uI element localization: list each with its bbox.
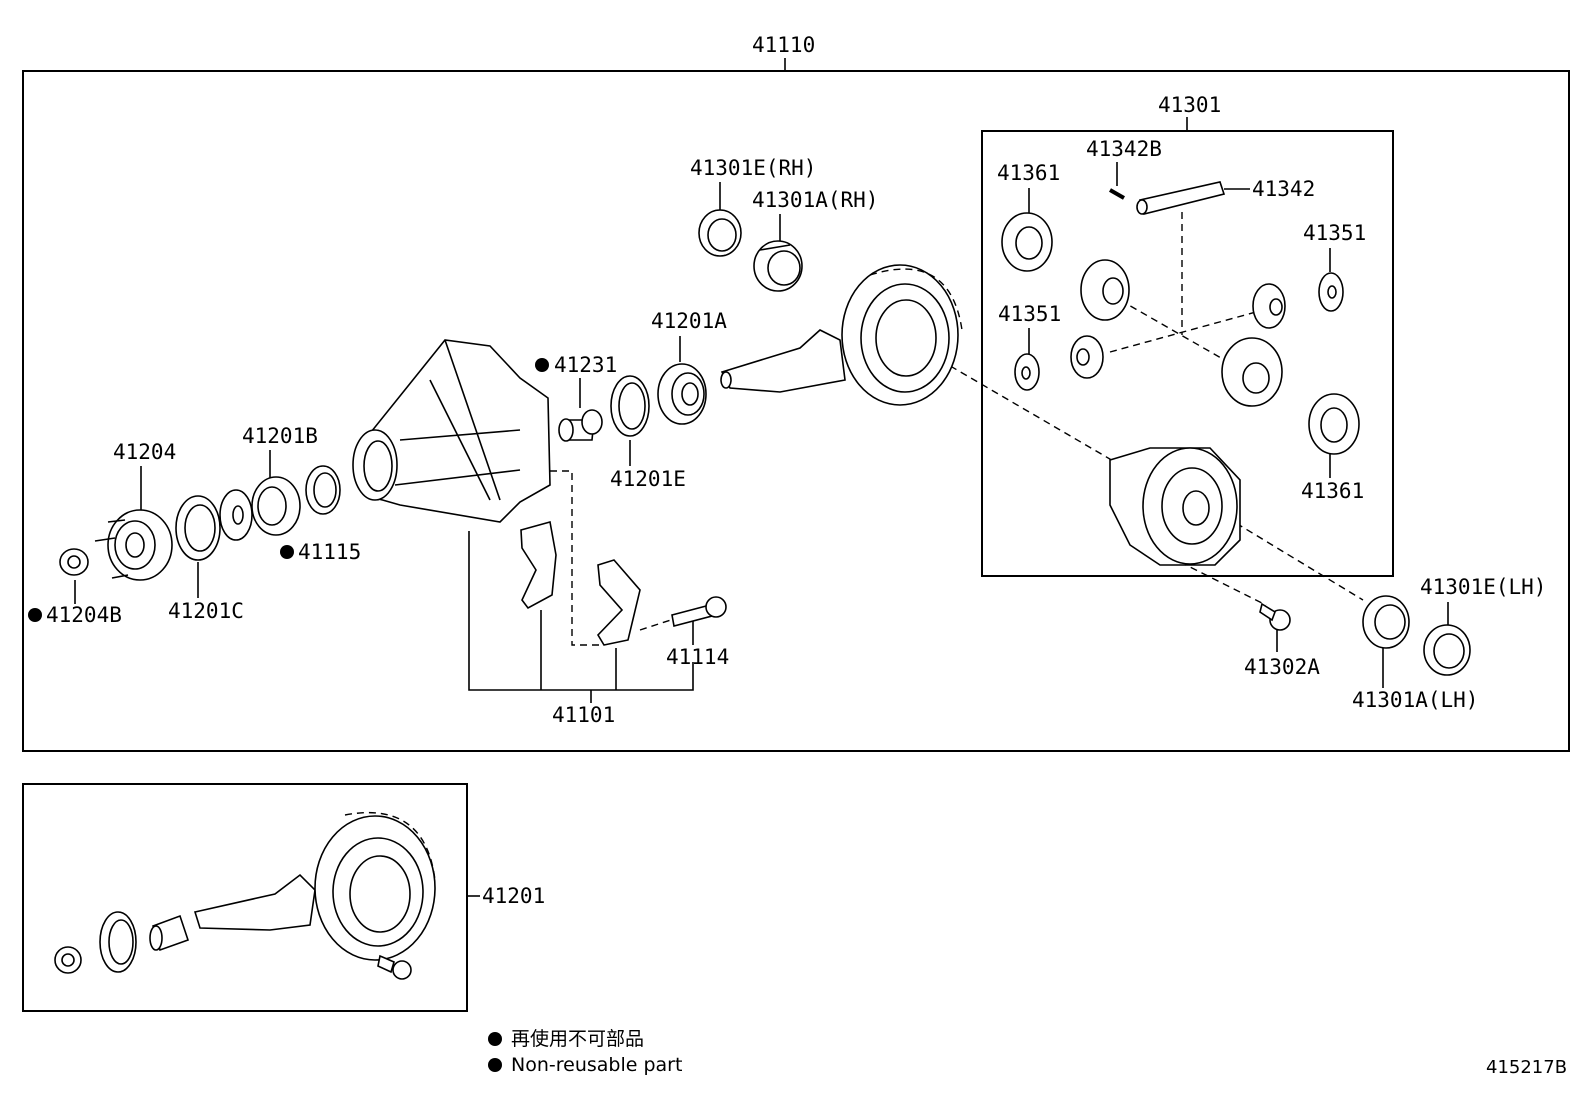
bearing-cap-right-part (596, 559, 641, 646)
bearing-cone-lh-part (1362, 595, 1410, 649)
label-41361-top: 41361 (997, 161, 1060, 185)
label-41114: 41114 (666, 645, 729, 669)
label-41101: 41101 (552, 703, 615, 727)
legend-text-en: Non-reusable part (511, 1054, 682, 1076)
side-gear-washer-top-part (1001, 212, 1053, 272)
legend: 再使用不可部品 Non-reusable part (488, 1028, 682, 1076)
legend-text-jp: 再使用不可部品 (511, 1028, 644, 1050)
non-reusable-dot-41115 (280, 545, 294, 559)
label-41361-bottom: 41361 (1301, 479, 1364, 503)
label-41201e: 41201E (610, 467, 686, 491)
differential-case-part (1109, 447, 1241, 566)
pinion-washer-left-part (1014, 353, 1040, 391)
bearing-cup-lh-part (1423, 624, 1471, 676)
pinion-gear-right-part (1252, 283, 1286, 329)
bearing-cone-rh-part (753, 240, 803, 292)
gear-kit-frame (22, 783, 468, 1012)
bearing-41201b-part (251, 476, 301, 536)
nut-41204b-part (59, 548, 89, 576)
leader-lines (74, 162, 1449, 897)
non-reusable-dot-41204b (28, 608, 42, 622)
label-41115: 41115 (298, 540, 361, 564)
label-41342b: 41342B (1086, 137, 1162, 161)
pinion-gear-left-part (1070, 335, 1104, 379)
label-41342: 41342 (1252, 177, 1315, 201)
pinion-shaft-pin-part (1109, 188, 1125, 200)
pinion-washer-right-part (1318, 272, 1344, 312)
pinion-shaft-part (1136, 181, 1226, 215)
washer-part (219, 489, 253, 541)
label-41201a: 41201A (651, 309, 727, 333)
label-41201b: 41201B (242, 424, 318, 448)
deflector-41201c-part (175, 495, 221, 561)
side-gear-upper-part (1080, 259, 1130, 321)
legend-dot-jp (488, 1032, 502, 1046)
main-assembly-frame (22, 70, 1570, 752)
label-41201c: 41201C (168, 599, 244, 623)
bolt-41302a-part (1259, 602, 1291, 631)
label-41301a-lh: 41301A(LH) (1352, 688, 1478, 712)
bolt-41114-part (671, 596, 727, 627)
label-41301e-lh: 41301E(LH) (1420, 575, 1546, 599)
legend-dot-en (488, 1058, 502, 1072)
bearing-cap-left-part (520, 520, 557, 610)
bearing-41201a-part (657, 363, 707, 425)
label-41201: 41201 (482, 884, 545, 908)
label-41301e-rh: 41301E(RH) (690, 156, 816, 180)
side-gear-washer-bottom-part (1308, 393, 1360, 455)
label-41301a-rh: 41301A(RH) (752, 188, 878, 212)
carrier-housing-part (352, 339, 551, 523)
figure-id: 415217B (1486, 1057, 1567, 1078)
companion-flange-part (94, 509, 173, 581)
label-41204: 41204 (113, 440, 176, 464)
assembly-dashes (550, 212, 1364, 646)
label-41204b: 41204B (46, 603, 122, 627)
gear-kit-parts (54, 811, 436, 980)
label-41301: 41301 (1158, 93, 1221, 117)
side-gear-lower-part (1221, 337, 1283, 407)
ring-pinion-gear-part (720, 264, 963, 406)
label-41302a: 41302A (1244, 655, 1320, 679)
spacer-41231-part (558, 409, 603, 442)
label-41351-left: 41351 (998, 302, 1061, 326)
oil-seal-41115-part (305, 465, 341, 515)
shim-41201e-part (610, 375, 650, 437)
label-41110: 41110 (752, 33, 815, 57)
bearing-cup-rh-part (698, 209, 742, 257)
non-reusable-dot-41231 (535, 358, 549, 372)
label-41231: 41231 (554, 353, 617, 377)
label-41351-right: 41351 (1303, 221, 1366, 245)
